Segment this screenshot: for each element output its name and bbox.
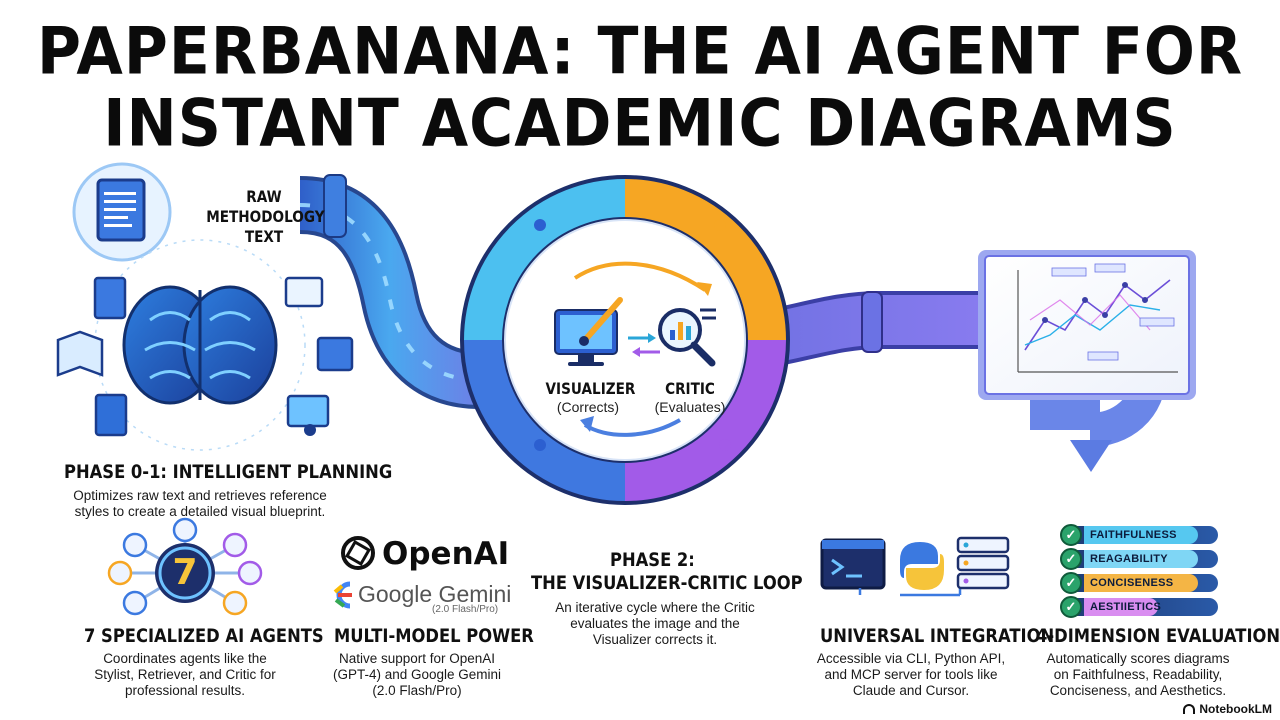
phase2-heading-line-1: PHASE 2:: [610, 549, 695, 571]
phase01-desc-line-2: styles to create a detailed visual bluep…: [74, 504, 326, 519]
check-icon: ✓: [1060, 596, 1082, 618]
planning-satellite-icons: [56, 276, 354, 437]
terminal-icon: [820, 538, 886, 590]
agents-desc-line-2: Stylist, Retriever, and Critic for: [94, 667, 276, 682]
critic-sublabel: (Evaluates): [654, 399, 726, 415]
title-line-2: INSTANT ACADEMIC DIAGRAMS: [103, 86, 1177, 162]
evaluation-desc-line-3: Conciseness, and Aesthetics.: [1049, 683, 1227, 698]
check-icon: ✓: [1060, 572, 1082, 594]
phase2-desc-line-1: An iterative cycle where the Critic: [555, 600, 755, 615]
eval-bar-fill: [1084, 550, 1198, 568]
openai-label: OpenAI: [382, 536, 510, 572]
loop-arrow-bottom: [583, 418, 681, 437]
phase2-heading-line-2: THE VISUALIZER-CRITIC LOOP: [531, 572, 803, 594]
visualizer-label: VISUALIZER: [545, 379, 636, 398]
eval-label: AESTIIETICS: [1090, 601, 1162, 613]
visualizer-sublabel: (Corrects): [556, 399, 620, 415]
visualizer-monitor-icon: [554, 297, 623, 366]
models-heading: MULTI-MODEL POWER: [334, 625, 534, 647]
eval-label: REAGABILITY: [1090, 553, 1168, 565]
brand-name: NotebookLM: [1199, 702, 1272, 716]
eval-bar: [1064, 526, 1218, 544]
eval-bar-fill: [1084, 526, 1198, 544]
manual-icon: [94, 393, 128, 437]
agents-heading: 7 SPECIALIZED AI AGENTS: [84, 625, 324, 647]
phase01-heading: PHASE 0-1: INTELLIGENT PLANNING: [64, 461, 393, 483]
critic-magnifier-icon: [658, 308, 716, 367]
integration-desc-line-3: Claude and Cursor.: [852, 683, 970, 698]
gemini-label: Google Gemini: [358, 581, 512, 607]
critic-label: CRITIC: [665, 379, 715, 398]
agents-desc-line-1: Coordinates agents like the: [103, 651, 267, 666]
agents-count-badge: 7: [172, 552, 198, 593]
blueprint-icon: [316, 336, 354, 372]
check-icon: ✓: [1060, 524, 1082, 546]
visualizer-critic-ring: [460, 175, 790, 505]
book-icon: [93, 276, 127, 320]
document-icon: [72, 162, 172, 262]
input-label-line-2: METHODOLOGY: [206, 207, 325, 226]
notebooklm-icon: [1183, 704, 1196, 714]
openai-wordmark: OpenAI: [376, 534, 509, 574]
phase01-desc-line-1: Optimizes raw text and retrieves referen…: [73, 488, 327, 503]
paintbrush-icon: [582, 297, 623, 343]
models-desc-line-3: (2.0 Flash/Pro): [372, 683, 462, 698]
eval-label: FAITHFULNESS: [1090, 529, 1177, 541]
eval-bar: [1064, 550, 1218, 568]
input-pipe: [298, 174, 482, 409]
swap-arrowhead: [648, 333, 656, 343]
loop-arrowhead: [580, 416, 594, 432]
input-label-line-1: RAW: [246, 187, 282, 206]
brand-watermark: NotebookLM: [1183, 702, 1272, 716]
eval-label: CONCISENESS: [1090, 577, 1174, 589]
models-desc-line-1: Native support for OpenAI: [338, 651, 496, 666]
loop-arrowhead: [697, 282, 712, 296]
evaluation-desc-line-2: on Faithfulness, Readability,: [1053, 667, 1223, 682]
agents-desc-line-3: professional results.: [124, 683, 246, 698]
tablet-touch-icon: [286, 394, 330, 428]
agents-hub-icon: [107, 517, 263, 616]
title-line-1: PAPERBANANA: THE AI AGENT FOR: [36, 14, 1244, 90]
chatgpt-screen-icon: [284, 276, 324, 308]
brain-icon: [94, 239, 306, 451]
gemini-version: (2.0 Flash/Pro): [432, 604, 499, 615]
eval-bar-fill: [1084, 598, 1158, 616]
phase2-desc-line-3: Visualizer corrects it.: [592, 632, 718, 647]
swap-arrowhead: [632, 347, 640, 357]
evaluation-desc-line-1: Automatically scores diagrams: [1046, 651, 1230, 666]
evaluation-heading: 4-DIMENSION EVALUATION: [1036, 625, 1280, 647]
models-desc-line-2: (GPT-4) and Google Gemini: [332, 667, 502, 682]
output-diagram-screen: [978, 250, 1196, 400]
python-logo-icon: [900, 542, 944, 590]
pipe-coupler: [861, 291, 883, 353]
open-book-icon: [56, 330, 104, 377]
integration-heading: UNIVERSAL INTEGRATION: [820, 625, 1055, 647]
server-icon: [858, 536, 1010, 597]
integration-desc-line-2: and MCP server for tools like: [824, 667, 998, 682]
output-arrow: [1070, 440, 1112, 472]
check-icon: ✓: [1060, 548, 1082, 570]
loop-arrow-top: [573, 261, 707, 292]
eval-bar-fill: [1084, 574, 1198, 592]
integration-desc-line-1: Accessible via CLI, Python API,: [816, 651, 1006, 666]
google-logo-icon: [333, 581, 352, 609]
phase2-desc-line-2: evaluates the image and the: [570, 616, 740, 631]
eval-bar: [1064, 598, 1218, 616]
pipe-coupler: [323, 174, 347, 238]
input-label-line-3: TEXT: [244, 227, 284, 246]
openai-logo-icon: [341, 536, 375, 570]
eval-bar: [1064, 574, 1218, 592]
